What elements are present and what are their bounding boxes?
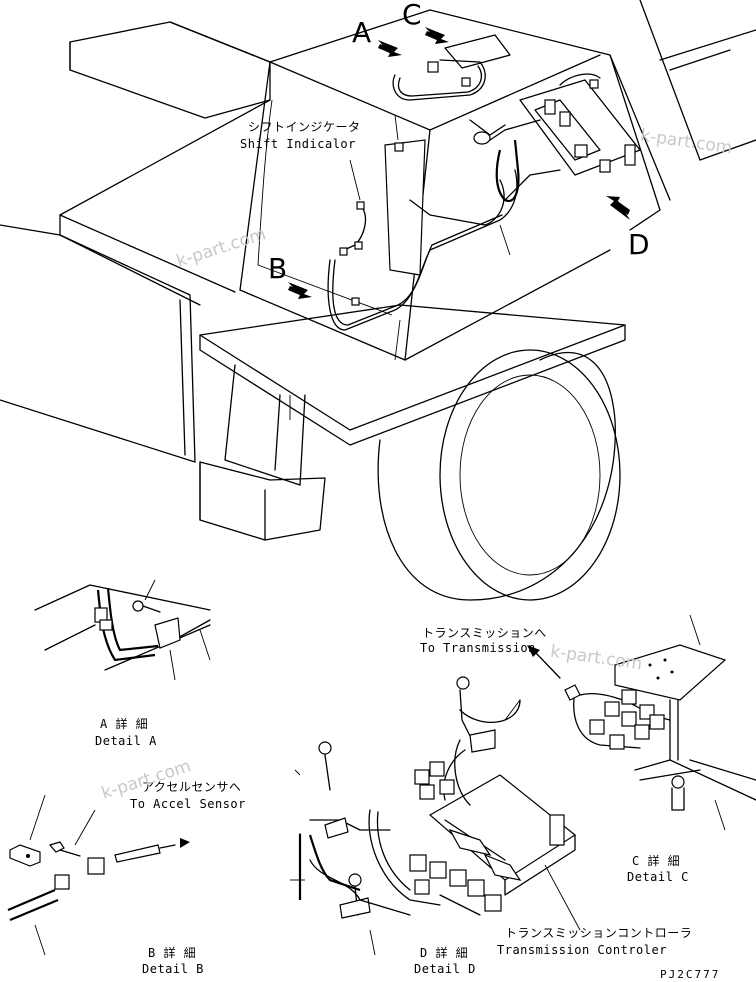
detail-c-drawing — [564, 614, 756, 831]
arrow-to-transmission — [527, 645, 561, 679]
detail-c-caption-jp: C 詳 細 — [632, 854, 681, 868]
shift-indicator-label-jp: シフトインジケータ — [248, 120, 361, 134]
to-accel-sensor-label-en: To Accel Sensor — [130, 797, 246, 811]
main-harness — [289, 34, 641, 420]
detail-b-caption-jp: B 詳 細 — [148, 946, 197, 960]
arrow-c — [425, 27, 449, 44]
detail-c-caption-en: Detail C — [627, 870, 689, 884]
to-transmission-label-jp: トランスミッションへ — [422, 626, 547, 640]
machine-body — [0, 0, 756, 601]
detail-b-caption-en: Detail B — [142, 962, 204, 976]
callout-c: C — [402, 0, 422, 31]
callout-a: A — [352, 16, 372, 49]
to-accel-sensor-label-jp: アクセルセンサへ — [142, 780, 242, 794]
transmission-controller-label-en: Transmission Controler — [497, 943, 667, 957]
arrow-d — [606, 196, 630, 220]
detail-d-caption-en: Detail D — [414, 962, 476, 976]
detail-a-drawing — [34, 579, 211, 681]
arrow-a — [378, 40, 402, 57]
detail-a-caption-en: Detail A — [95, 734, 157, 748]
drawing-code: PJ2C777 — [660, 968, 721, 981]
detail-d-caption-jp: D 詳 細 — [420, 946, 469, 960]
transmission-controller-label-jp: トランスミッションコントローラ — [505, 926, 693, 940]
detail-b-drawing — [7, 794, 190, 956]
leader-controller — [544, 864, 581, 931]
detail-d-drawing — [290, 676, 577, 956]
to-transmission-label-en: To Transmission — [420, 641, 536, 655]
callout-d: D — [628, 228, 650, 261]
detail-a-caption-jp: A 詳 細 — [100, 717, 149, 731]
arrow-b — [288, 282, 312, 299]
callout-b: B — [268, 252, 288, 285]
shift-indicator-label-en: Shift Indicalor — [240, 137, 356, 151]
